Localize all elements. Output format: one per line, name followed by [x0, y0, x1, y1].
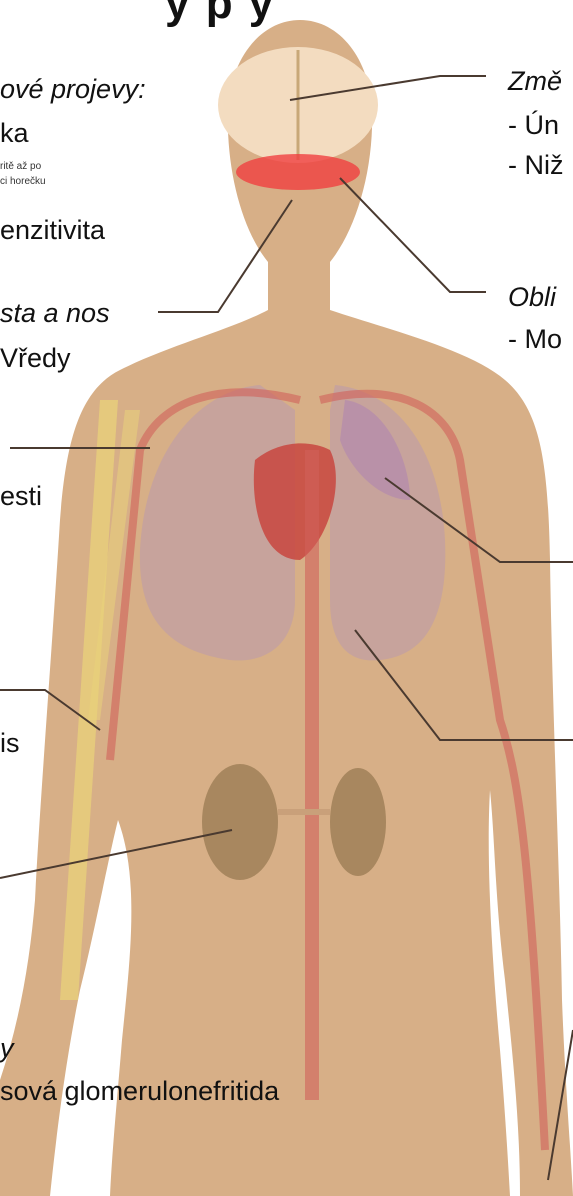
- fever-label: ka: [0, 120, 29, 147]
- leader-face: [340, 178, 486, 292]
- brain-heading: Změ: [508, 68, 562, 95]
- left-kidney: [202, 764, 278, 880]
- arthritis-label: is: [0, 730, 20, 757]
- kidney-heading: y: [0, 1035, 14, 1062]
- ulcers-label: Vředy: [0, 345, 71, 372]
- brain-item-2: - Niž: [508, 152, 564, 179]
- face-item-1: - Mo: [508, 326, 562, 353]
- title-fragment: y p y: [165, 0, 275, 26]
- mouth-nose-label: sta a nos: [0, 300, 110, 327]
- brain-item-1: - Ún: [508, 112, 559, 139]
- right-kidney: [330, 768, 386, 876]
- photosensitivity-label: enzitivita: [0, 217, 105, 244]
- face-heading: Obli: [508, 284, 556, 311]
- chest-label: esti: [0, 483, 42, 510]
- glomerulonephritis-label: sová glomerulonefritida: [0, 1078, 279, 1105]
- fever-note-1: ritě až po: [0, 162, 41, 172]
- fever-note-2: ci horečku: [0, 177, 46, 187]
- general-symptoms-heading: ové projevy:: [0, 76, 146, 103]
- facial-rash: [236, 154, 360, 190]
